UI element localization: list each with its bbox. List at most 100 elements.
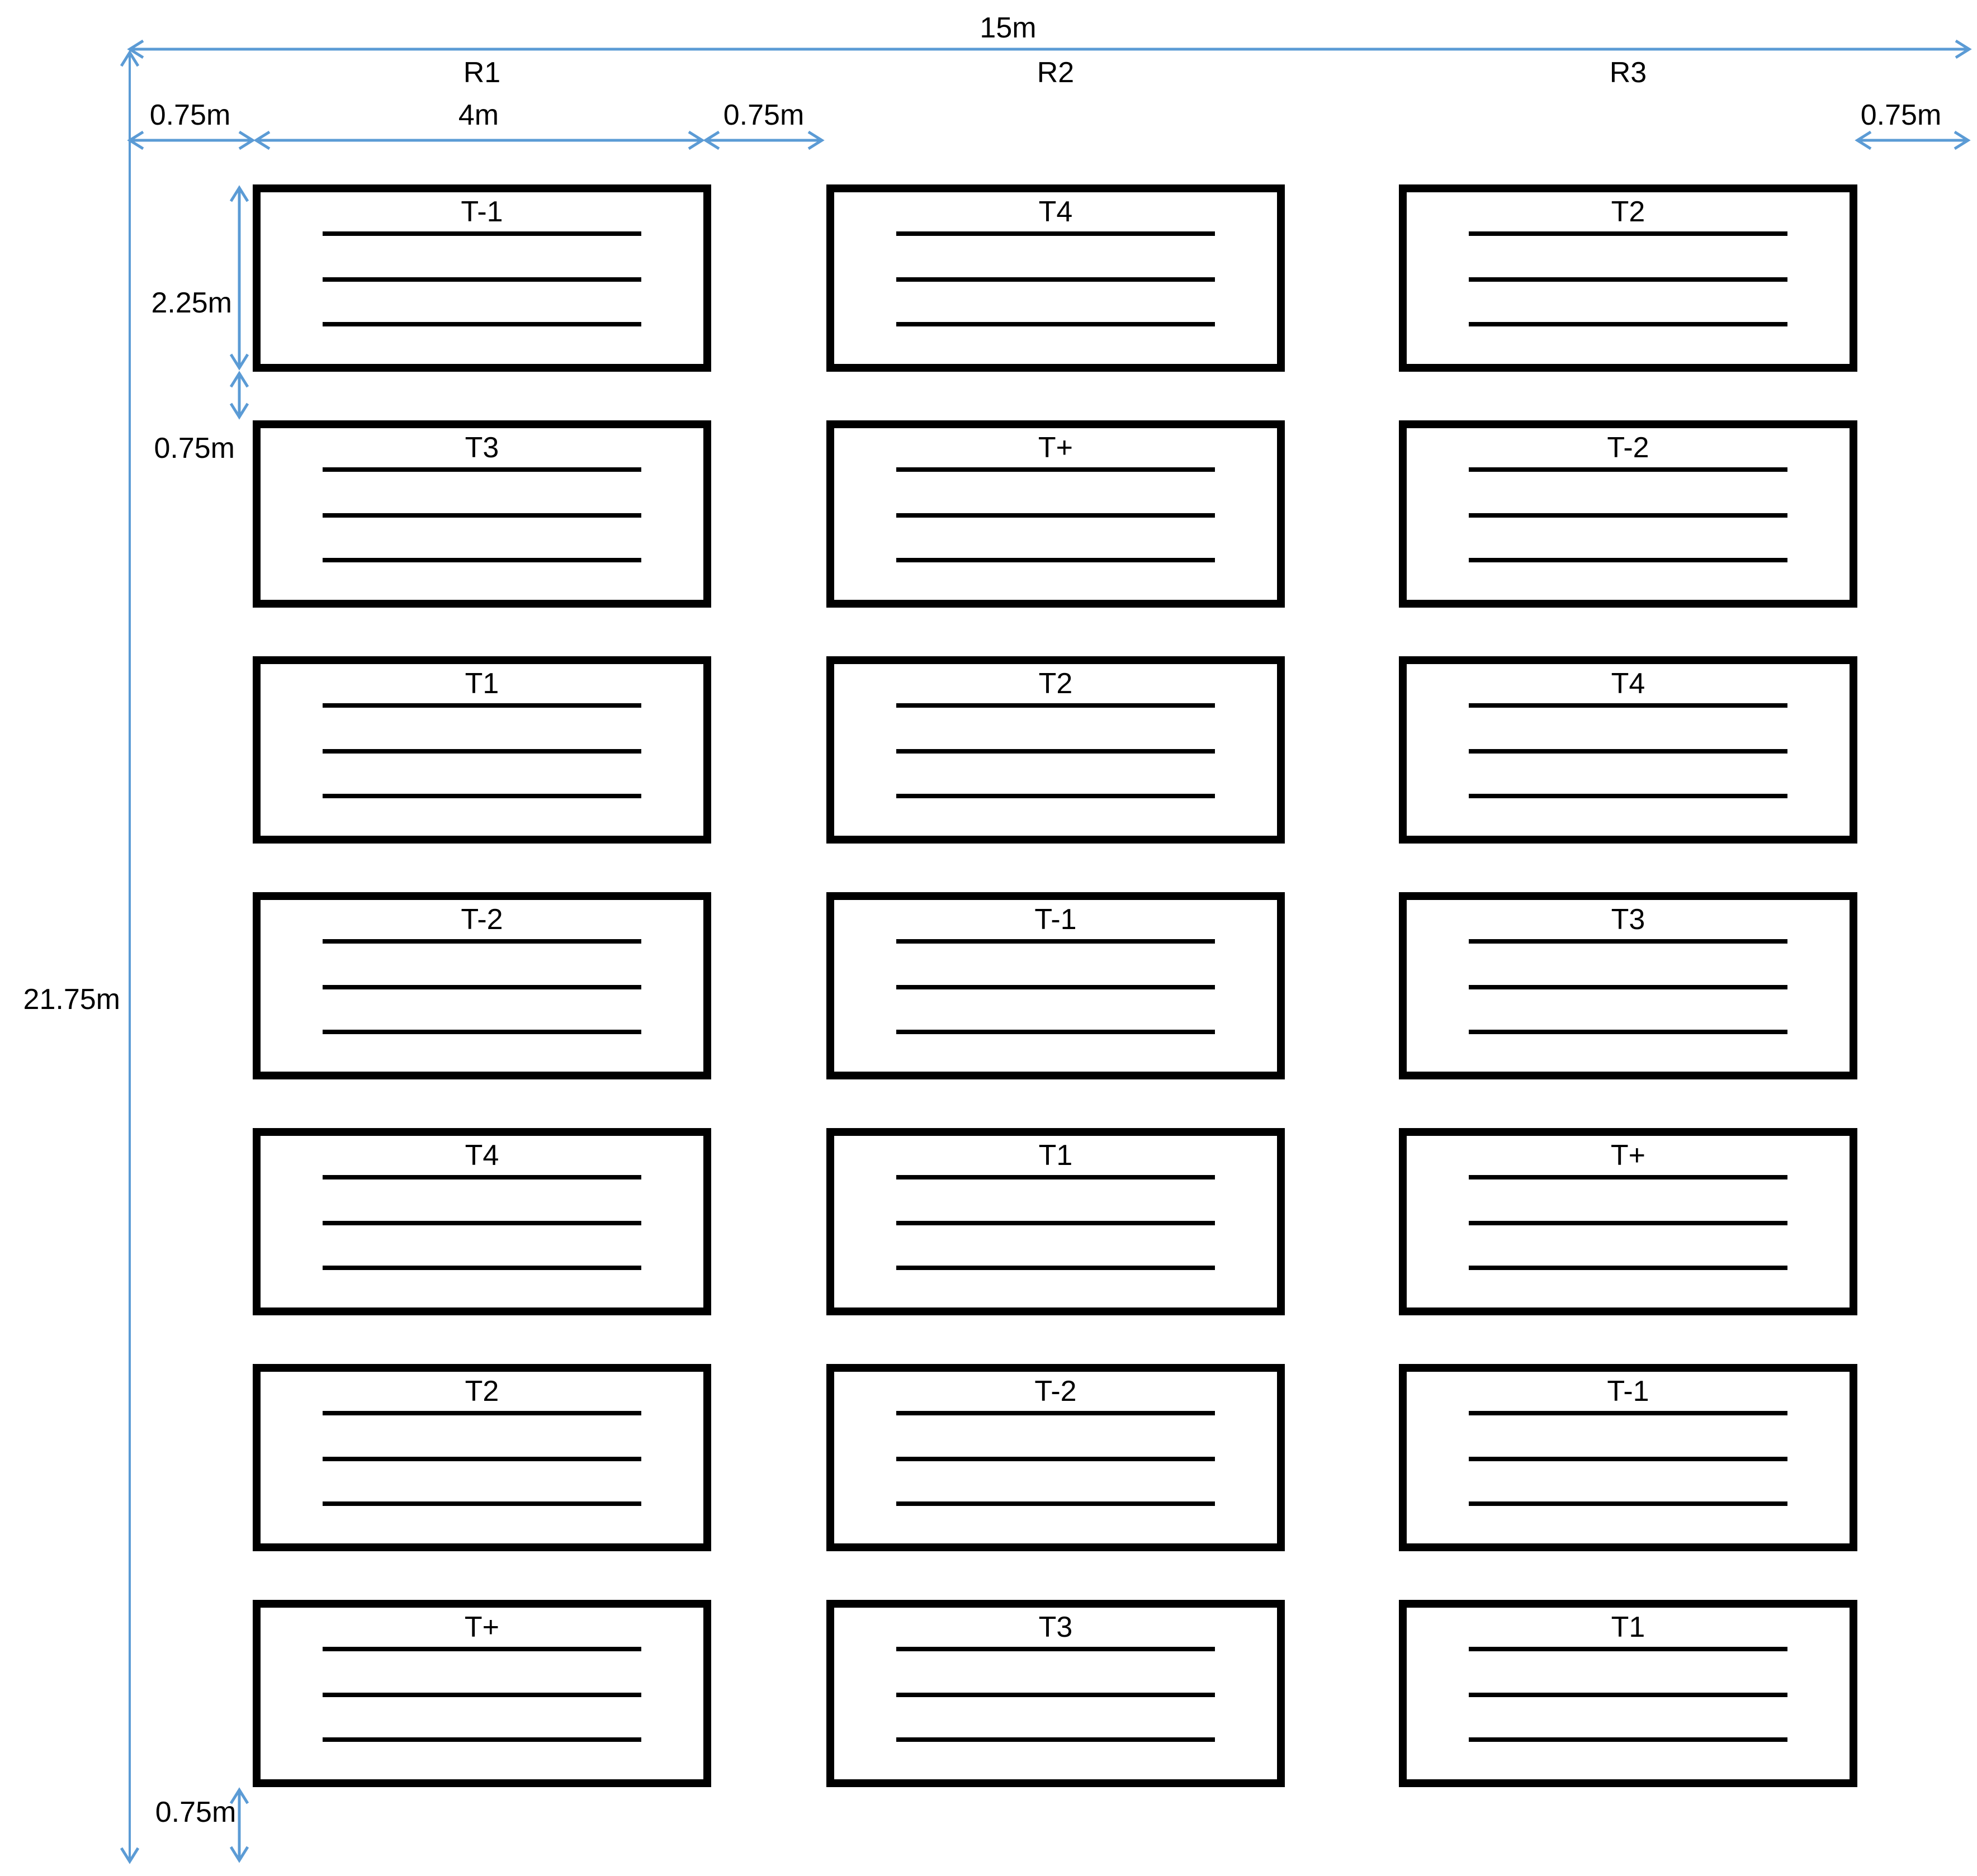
crop-row-line [896, 1457, 1215, 1461]
replication-header-r3: R3 [1609, 56, 1647, 89]
plot-r2-4: T-1 [826, 892, 1285, 1079]
total-height-label: 21.75m [23, 983, 120, 1016]
crop-row-line [1468, 703, 1788, 708]
crop-row-line [896, 558, 1215, 562]
plot-r1-2: T3 [253, 420, 711, 608]
plot-treatment-label: T+ [464, 1611, 500, 1643]
plot-treatment-label: T4 [1038, 196, 1073, 228]
bottom-margin-label: 0.75m [155, 1796, 237, 1828]
crop-row-line [322, 703, 642, 708]
crop-row-line [896, 749, 1215, 754]
crop-row-line [1468, 467, 1788, 472]
crop-row-line [896, 322, 1215, 326]
crop-row-line [1468, 1030, 1788, 1034]
plot-treatment-label: T1 [465, 667, 499, 700]
plot-r1-1: T-1 [253, 184, 711, 372]
crop-row-line [322, 1737, 642, 1742]
crop-row-line [322, 1457, 642, 1461]
crop-row-line [322, 1175, 642, 1179]
plot-treatment-label: T4 [1611, 667, 1645, 700]
crop-row-line [896, 1221, 1215, 1225]
plot-treatment-label: T-2 [1034, 1375, 1077, 1408]
plot-r1-7: T+ [253, 1600, 711, 1787]
crop-row-line [896, 939, 1215, 944]
crop-row-line [896, 467, 1215, 472]
crop-row-line [322, 1030, 642, 1034]
plot-r3-4: T3 [1399, 892, 1857, 1079]
plot-treatment-label: T3 [465, 432, 499, 464]
crop-row-line [322, 1647, 642, 1651]
crop-row-line [896, 1030, 1215, 1034]
plot-treatment-label: T4 [465, 1139, 499, 1172]
crop-row-line [1468, 277, 1788, 282]
crop-row-line [322, 558, 642, 562]
crop-row-line [896, 1501, 1215, 1506]
crop-row-line [1468, 231, 1788, 236]
crop-row-line [322, 322, 642, 326]
crop-row-line [1468, 985, 1788, 989]
plot-r1-6: T2 [253, 1364, 711, 1551]
plot-r3-1: T2 [1399, 184, 1857, 372]
plot-treatment-label: T2 [1038, 667, 1073, 700]
plot-treatment-label: T-1 [1607, 1375, 1649, 1408]
plot-r1-4: T-2 [253, 892, 711, 1079]
crop-row-line [1468, 939, 1788, 944]
crop-row-line [1468, 1693, 1788, 1697]
crop-row-line [1468, 794, 1788, 798]
crop-row-line [896, 231, 1215, 236]
crop-row-line [322, 1266, 642, 1270]
crop-row-line [896, 1647, 1215, 1651]
crop-row-line [896, 794, 1215, 798]
plot-treatment-label: T+ [1610, 1139, 1646, 1172]
crop-row-line [1468, 1221, 1788, 1225]
crop-row-line [896, 703, 1215, 708]
crop-row-line [896, 513, 1215, 518]
crop-row-line [1468, 1175, 1788, 1179]
crop-row-line [896, 1737, 1215, 1742]
crop-row-line [322, 1501, 642, 1506]
crop-row-line [322, 939, 642, 944]
crop-row-line [322, 1221, 642, 1225]
plot-treatment-label: T-1 [461, 196, 503, 228]
crop-row-line [1468, 1647, 1788, 1651]
column-gap-label: 0.75m [723, 99, 805, 131]
replication-header-r1: R1 [463, 56, 501, 89]
crop-row-line [322, 794, 642, 798]
crop-row-line [896, 277, 1215, 282]
plot-r2-1: T4 [826, 184, 1285, 372]
left-margin-label: 0.75m [149, 99, 231, 131]
total-width-label: 15m [980, 12, 1037, 44]
crop-row-line [322, 749, 642, 754]
crop-row-line [1468, 513, 1788, 518]
row-gap-label: 0.75m [154, 432, 235, 465]
plot-treatment-label: T1 [1038, 1139, 1073, 1172]
crop-row-line [322, 231, 642, 236]
plot-treatment-label: T-2 [1607, 432, 1649, 464]
crop-row-line [896, 985, 1215, 989]
plot-r3-2: T-2 [1399, 420, 1857, 608]
crop-row-line [322, 513, 642, 518]
plot-r2-7: T3 [826, 1600, 1285, 1787]
plot-r2-3: T2 [826, 656, 1285, 844]
crop-row-line [322, 1693, 642, 1697]
crop-row-line [1468, 1737, 1788, 1742]
plot-r1-3: T1 [253, 656, 711, 844]
crop-row-line [896, 1693, 1215, 1697]
crop-row-line [322, 467, 642, 472]
plot-r3-7: T1 [1399, 1600, 1857, 1787]
crop-row-line [322, 985, 642, 989]
plot-treatment-label: T2 [465, 1375, 499, 1408]
plot-r2-6: T-2 [826, 1364, 1285, 1551]
plot-r3-6: T-1 [1399, 1364, 1857, 1551]
crop-row-line [1468, 1266, 1788, 1270]
crop-row-line [1468, 749, 1788, 754]
plot-height-label: 2.25m [151, 287, 232, 319]
right-margin-label: 0.75m [1860, 99, 1942, 131]
plot-r3-5: T+ [1399, 1128, 1857, 1315]
replication-header-r2: R2 [1037, 56, 1075, 89]
plot-r2-2: T+ [826, 420, 1285, 608]
plot-treatment-label: T1 [1611, 1611, 1645, 1643]
plot-treatment-label: T2 [1611, 196, 1645, 228]
plot-r3-3: T4 [1399, 656, 1857, 844]
